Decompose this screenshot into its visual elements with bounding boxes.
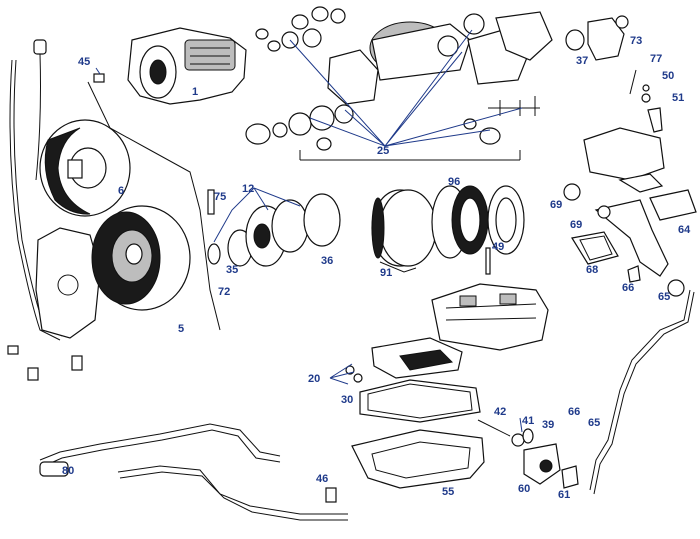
cooler-lines-bottom: [39, 423, 348, 521]
callout-49: 49: [492, 241, 504, 253]
valve-body: [431, 283, 549, 351]
callout-55: 55: [442, 486, 454, 498]
callout-46: 46: [316, 473, 328, 485]
flex-plate: [35, 227, 101, 339]
callout-68: 68: [586, 264, 598, 276]
callout-60: 60: [518, 483, 530, 495]
callout-labels: 1 5 6 12 20 25 30 35 36 37 39 41 42 45 4…: [62, 35, 691, 501]
callout-41: 41: [522, 415, 534, 427]
callout-20: 20: [308, 373, 320, 385]
callout-69b: 69: [570, 219, 582, 231]
fitting-left-1: [7, 345, 19, 355]
cooler-line-right: [589, 289, 691, 491]
callout-36: 36: [321, 255, 333, 267]
torque-converter: [39, 119, 131, 217]
fitting-left-2: [27, 367, 39, 381]
clutch-plates: [431, 185, 525, 259]
cooler-line-upper: [87, 81, 221, 331]
callout-30: 30: [341, 394, 353, 406]
callout-42: 42: [494, 406, 506, 418]
callout-73: 73: [630, 35, 642, 47]
pin-49: [485, 247, 491, 275]
callout-69a: 69: [550, 199, 562, 211]
callout-39: 39: [542, 419, 554, 431]
pump-assembly: [207, 189, 341, 267]
band: [371, 189, 437, 273]
shift-linkage: [477, 419, 579, 489]
fitting-left-3: [71, 355, 83, 371]
washer-20b: [353, 373, 363, 383]
callout-65a: 65: [658, 291, 670, 303]
callout-12: 12: [242, 183, 254, 195]
callout-96: 96: [448, 176, 460, 188]
pan-gasket: [359, 379, 481, 423]
flywheel: [91, 205, 191, 311]
callout-91: 91: [380, 267, 392, 279]
callout-35: 35: [226, 264, 238, 276]
bolt-45: [93, 73, 105, 83]
callout-72: 72: [218, 286, 230, 298]
callout-50: 50: [662, 70, 674, 82]
callout-37: 37: [576, 55, 588, 67]
governor-housing: [563, 127, 697, 297]
callout-80: 80: [62, 465, 74, 477]
callout-51: 51: [672, 92, 684, 104]
callout-45: 45: [78, 56, 90, 68]
seal-kit: [245, 6, 553, 161]
extension-housing-parts: [565, 15, 663, 133]
callout-66b: 66: [568, 406, 580, 418]
callout-64: 64: [678, 224, 691, 236]
transmission-case: [127, 27, 247, 105]
callout-6: 6: [118, 185, 124, 197]
callout-1: 1: [192, 86, 198, 98]
callout-61: 61: [558, 489, 570, 501]
leader-lines: [95, 67, 523, 433]
oil-filter: [371, 337, 463, 379]
callout-77: 77: [650, 53, 662, 65]
callout-66a: 66: [622, 282, 634, 294]
oil-pan: [351, 429, 485, 489]
callout-5: 5: [178, 323, 184, 335]
callout-65b: 65: [588, 417, 600, 429]
callout-25: 25: [377, 145, 389, 157]
callout-75: 75: [214, 191, 226, 203]
